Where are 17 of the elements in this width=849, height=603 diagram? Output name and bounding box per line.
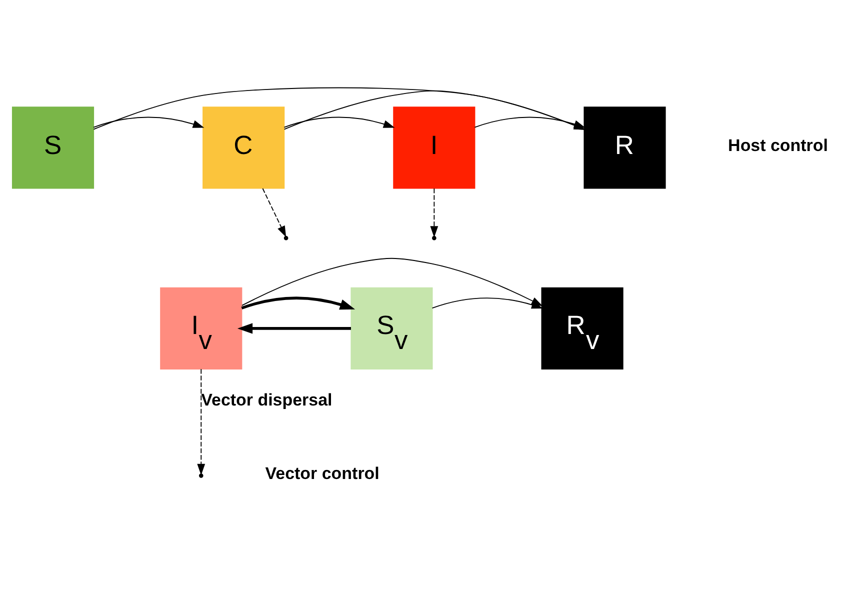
node-box: R [584, 106, 666, 188]
arrow [262, 188, 286, 237]
arrow [93, 86, 586, 130]
arrow [197, 368, 206, 475]
label: Host control [728, 135, 828, 154]
arrow [474, 116, 586, 128]
arrow [430, 188, 438, 237]
arrow [241, 296, 356, 310]
node-box: C [202, 106, 285, 188]
arrow [93, 116, 204, 128]
arrow [284, 90, 586, 130]
arrow [284, 116, 395, 128]
label: Vector control [265, 463, 380, 482]
node-box: S [12, 106, 94, 188]
node-box: I [393, 106, 476, 188]
arrow [237, 322, 351, 334]
edge-label: Vector dispersal [201, 390, 332, 409]
